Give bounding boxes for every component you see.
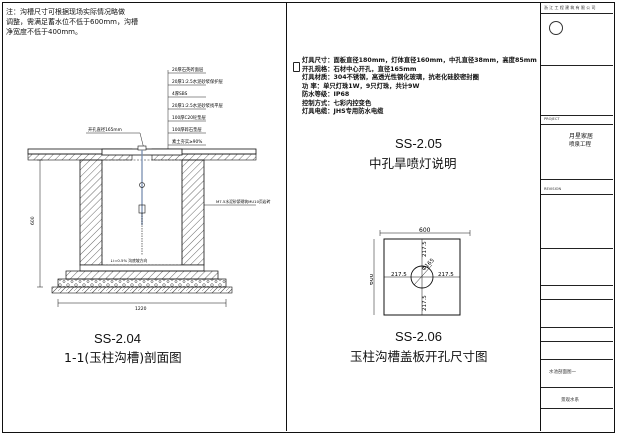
panel-divider xyxy=(286,3,287,431)
title-block: 浙 江 工 程 建 筑 有 限 公 司 PROJECT 月星家居 喷泉工程 RE… xyxy=(541,3,613,431)
wall-label: M7.5水泥砂浆砌筑MU10页岩砖 xyxy=(216,199,271,204)
lamp-icon xyxy=(293,62,300,72)
layer-label-3: 4厚SBS xyxy=(172,91,188,97)
plate-offset-left: 217.5 xyxy=(391,272,407,278)
layer-label-4: 20厚1:2.5水泥砂浆找平层 xyxy=(172,102,224,109)
lamp-spec-line-2: 开孔规格：石材中心开孔，直径165mm xyxy=(302,65,417,73)
plate-offset-top: 217.5 xyxy=(422,241,428,257)
plate-offset-bottom: 217.5 xyxy=(422,295,428,311)
lamp-spec-line-3: 灯具材质：304不锈钢，高透光性钢化玻璃，抗老化硅胶密封圈 xyxy=(302,74,479,81)
title-block-header: 浙 江 工 程 建 筑 有 限 公 司 xyxy=(544,5,596,10)
cover-plate-drawing: 600 600 Φ165 217.5 217.5 217.5 217.5 xyxy=(370,227,471,316)
trough-section-drawing: 20厚石英砖面层 20厚1:2.5水泥砂浆保护层 4厚SBS 20厚1:2.5水… xyxy=(27,66,271,312)
layer-leaders xyxy=(168,72,206,146)
bottom-slope-label: ↓i=0.5% 沟底坡方向 xyxy=(110,258,147,263)
layer-label-2: 20厚1:2.5水泥砂浆保护层 xyxy=(172,78,224,85)
sheet-name-cell: 景观水系 xyxy=(561,398,579,403)
general-note: 注：沟槽尺寸可根据现场实际情况略做 调整，需满足蓄水位不低于600mm，沟槽 净… xyxy=(6,7,171,37)
lamp-spec-line-1: 灯具尺寸：面板直径180mm，灯体直径160mm，中孔直径38mm，高度85mm xyxy=(302,57,537,64)
lamp-spec-title: 中孔旱喷灯说明 xyxy=(369,156,457,171)
cover-plate-title: 玉柱沟槽盖板开孔尺寸图 xyxy=(350,349,488,364)
plate-offset-right: 217.5 xyxy=(438,272,454,278)
pipe-label: 开孔直径165mm xyxy=(88,126,122,133)
project-sub: 喷泉工程 xyxy=(569,142,592,148)
layer-label-5: 100厚C20砼垫层 xyxy=(172,114,207,121)
company-logo xyxy=(549,21,563,35)
revision-label: REVISION xyxy=(544,187,562,191)
title-block-divider xyxy=(540,3,541,431)
drawing-title-cell: 水池剖面图一 xyxy=(549,370,576,375)
cover-plate-code: SS-2.06 xyxy=(395,329,442,344)
layer-label-6: 100厚碎石垫层 xyxy=(172,126,202,133)
section-drawing-code: SS-2.04 xyxy=(94,331,141,346)
depth-dimension: 600 xyxy=(30,216,36,225)
section-drawing-title: 1-1(玉柱沟槽)剖面图 xyxy=(64,350,182,365)
note-line-2: 调整，需满足蓄水位不低于600mm，沟槽 xyxy=(6,18,138,26)
plate-width-dim: 600 xyxy=(419,227,431,234)
layer-label-7: 素土夯实≥90% xyxy=(172,138,202,145)
project-label: PROJECT xyxy=(544,117,560,121)
lamp-spec-line-6: 控制方式：七彩内控变色 xyxy=(302,99,372,107)
lamp-spec-line-4: 功 率：单只灯珠1W，9只灯珠，共计9W xyxy=(302,82,420,90)
lamp-spec-block: 灯具尺寸：面板直径180mm，灯体直径160mm，中孔直径38mm，高度85mm… xyxy=(302,57,537,117)
width-dimension: 1220 xyxy=(135,306,147,312)
note-line-1: 沟槽尺寸可根据现场实际情况略做 xyxy=(20,8,125,16)
layer-label-1: 20厚石英砖面层 xyxy=(172,66,204,73)
lamp-spec-line-5: 防水等级：IP68 xyxy=(302,91,350,98)
note-line-3: 净宽度不低于400mm。 xyxy=(6,28,82,36)
plate-height-dim: 600 xyxy=(370,273,375,285)
lamp-spec-line-7: 灯具电缆：JHS专用防水电缆 xyxy=(302,108,384,115)
note-label: 注： xyxy=(6,8,20,16)
lamp-spec-code: SS-2.05 xyxy=(395,136,442,151)
plate-hole xyxy=(410,265,434,289)
project-name: 月星家居 xyxy=(569,133,594,140)
